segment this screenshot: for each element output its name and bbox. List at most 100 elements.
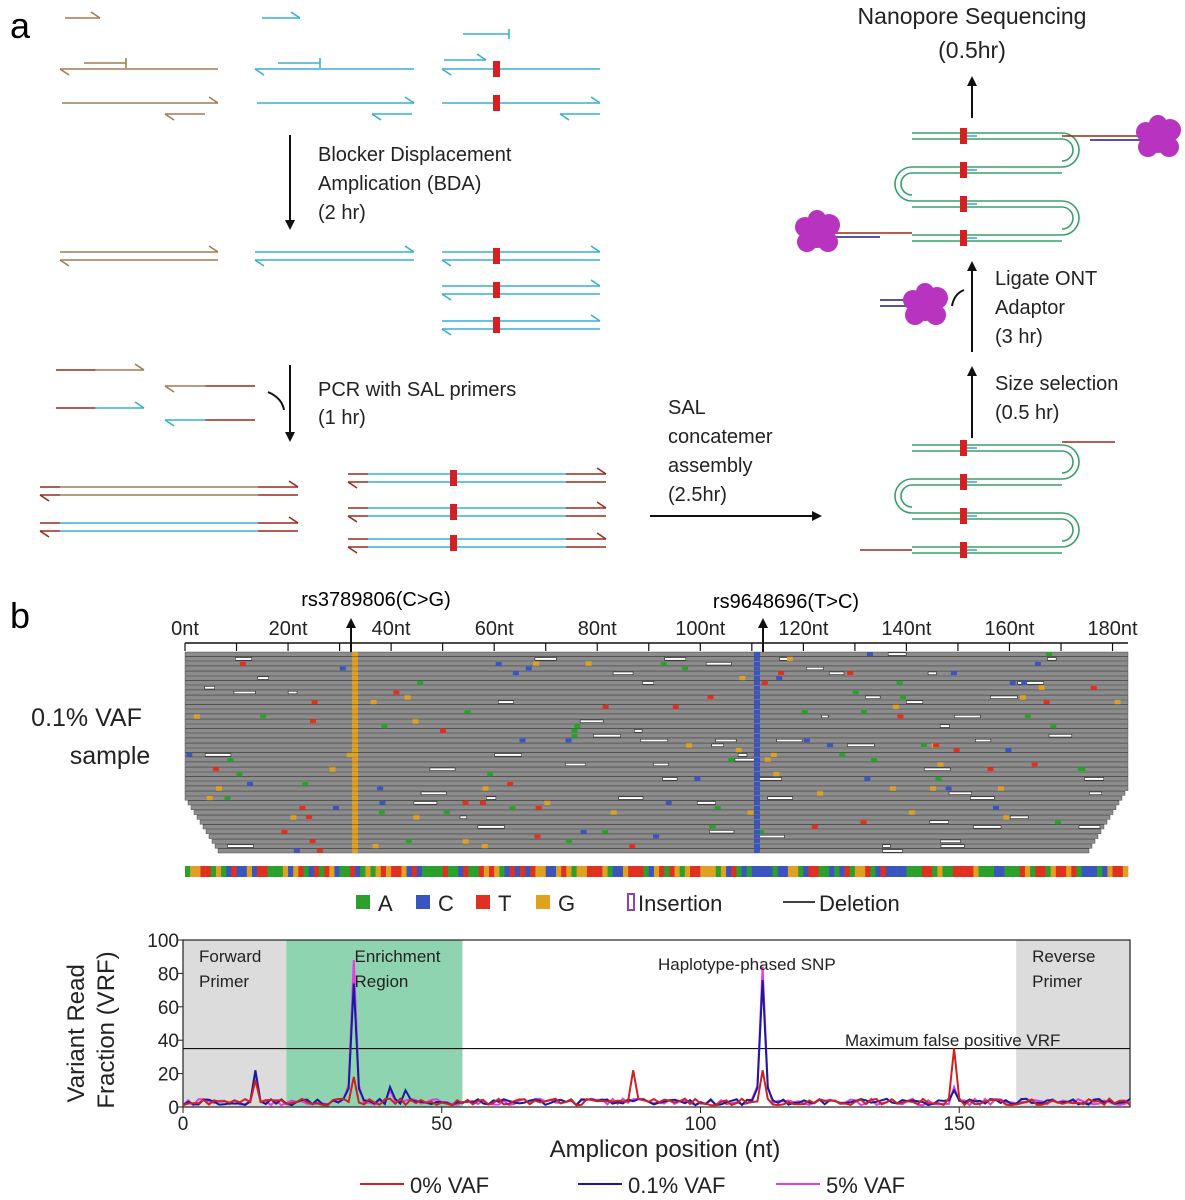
reference-base <box>617 866 624 877</box>
strand-end <box>164 113 175 121</box>
read <box>184 714 1129 719</box>
legend-label: Deletion <box>819 891 900 916</box>
snp2-base <box>753 680 760 685</box>
svg-text:(3 hr): (3 hr) <box>995 326 1043 348</box>
reference-base <box>1066 866 1072 877</box>
reference-base <box>1107 866 1113 877</box>
read <box>184 747 1129 753</box>
reference-base <box>473 866 480 877</box>
mismatch-base <box>574 724 581 729</box>
read <box>184 767 1129 772</box>
reference-base <box>221 866 227 877</box>
reference-base <box>494 866 500 877</box>
svg-text:(2 hr): (2 hr) <box>318 202 366 224</box>
plot-frame <box>182 939 1131 1108</box>
snp1-base <box>352 776 359 781</box>
mismatch-base <box>316 848 323 853</box>
snp2-base <box>753 757 760 762</box>
snp2-base <box>753 719 760 724</box>
mismatch-base <box>227 757 234 762</box>
legend-swatch <box>536 895 550 909</box>
snp2-base <box>753 695 760 700</box>
concatemer-loop <box>1061 450 1074 474</box>
mismatch-base <box>535 805 542 810</box>
reference-base <box>349 866 356 877</box>
reference-base <box>1024 866 1031 877</box>
svg-text:(1 hr): (1 hr) <box>318 407 366 429</box>
snp1-base <box>352 791 359 796</box>
mutation-mark <box>493 282 500 298</box>
reference-base <box>1009 866 1015 877</box>
read <box>184 699 1129 705</box>
reference-base <box>787 866 794 877</box>
strand-end <box>590 314 601 322</box>
reference-base <box>823 866 830 877</box>
reference-base <box>200 866 206 877</box>
reference-base <box>602 866 608 877</box>
deletion <box>847 743 875 747</box>
snp2-base <box>753 738 760 743</box>
snp2-base <box>753 848 760 853</box>
mutation-mark <box>960 440 967 456</box>
reference-base <box>504 866 510 877</box>
reference-base <box>396 866 402 877</box>
reference-base <box>957 866 964 877</box>
reference-base <box>272 866 279 877</box>
snp2-base <box>753 724 760 729</box>
legend-label: A <box>378 891 393 916</box>
strand-end <box>208 96 219 104</box>
strand-end <box>404 96 415 104</box>
mismatch-base <box>479 800 486 805</box>
reference-base <box>550 866 557 877</box>
snp2-base <box>753 685 760 690</box>
reference-base <box>653 866 660 877</box>
concatemer-loop <box>1061 200 1080 236</box>
reference-base <box>1055 866 1062 877</box>
snp1-base <box>352 786 359 791</box>
reference-base <box>937 866 943 877</box>
reference-base <box>782 866 789 877</box>
mismatch-base <box>993 805 1000 810</box>
snp1-base <box>352 652 359 657</box>
mismatch-base <box>381 724 388 729</box>
reference-base <box>483 866 490 877</box>
mismatch-base <box>870 757 877 762</box>
snp1-base <box>352 772 359 777</box>
snp2-base <box>753 810 760 815</box>
snp2-base <box>753 709 760 714</box>
mismatch-base <box>378 810 385 815</box>
deletion <box>1048 734 1073 738</box>
reference-base <box>586 866 593 877</box>
concatemer-loop <box>894 166 913 202</box>
deletion <box>653 762 669 767</box>
mismatch-base <box>299 805 306 810</box>
motor-protein <box>1149 115 1167 133</box>
reference-base <box>566 866 572 877</box>
mismatch-base <box>682 666 689 671</box>
mismatch-base <box>565 738 572 743</box>
strand-end <box>347 546 358 554</box>
deletion <box>882 849 903 853</box>
reference-base <box>700 866 706 877</box>
mismatch-base <box>811 824 818 829</box>
mismatch-base <box>290 815 297 820</box>
reference-base <box>643 866 650 877</box>
reference-base <box>973 866 979 877</box>
snp2-base <box>753 796 760 801</box>
concatemer-loop <box>1061 206 1074 230</box>
reference-base <box>236 866 242 877</box>
reference-base <box>190 866 196 877</box>
reference-base <box>293 866 299 877</box>
mismatch-base <box>739 676 746 681</box>
legend-series-label: 0.1% VAF <box>628 1173 725 1198</box>
snp2-base <box>753 772 760 777</box>
reference-base <box>772 866 778 877</box>
deletion <box>257 676 269 680</box>
snp2-base <box>753 676 760 681</box>
deletion <box>882 844 891 848</box>
legend-swatch <box>416 895 430 909</box>
snp1-base <box>352 704 359 709</box>
reference-base <box>726 866 732 877</box>
mismatch-base <box>239 661 246 666</box>
